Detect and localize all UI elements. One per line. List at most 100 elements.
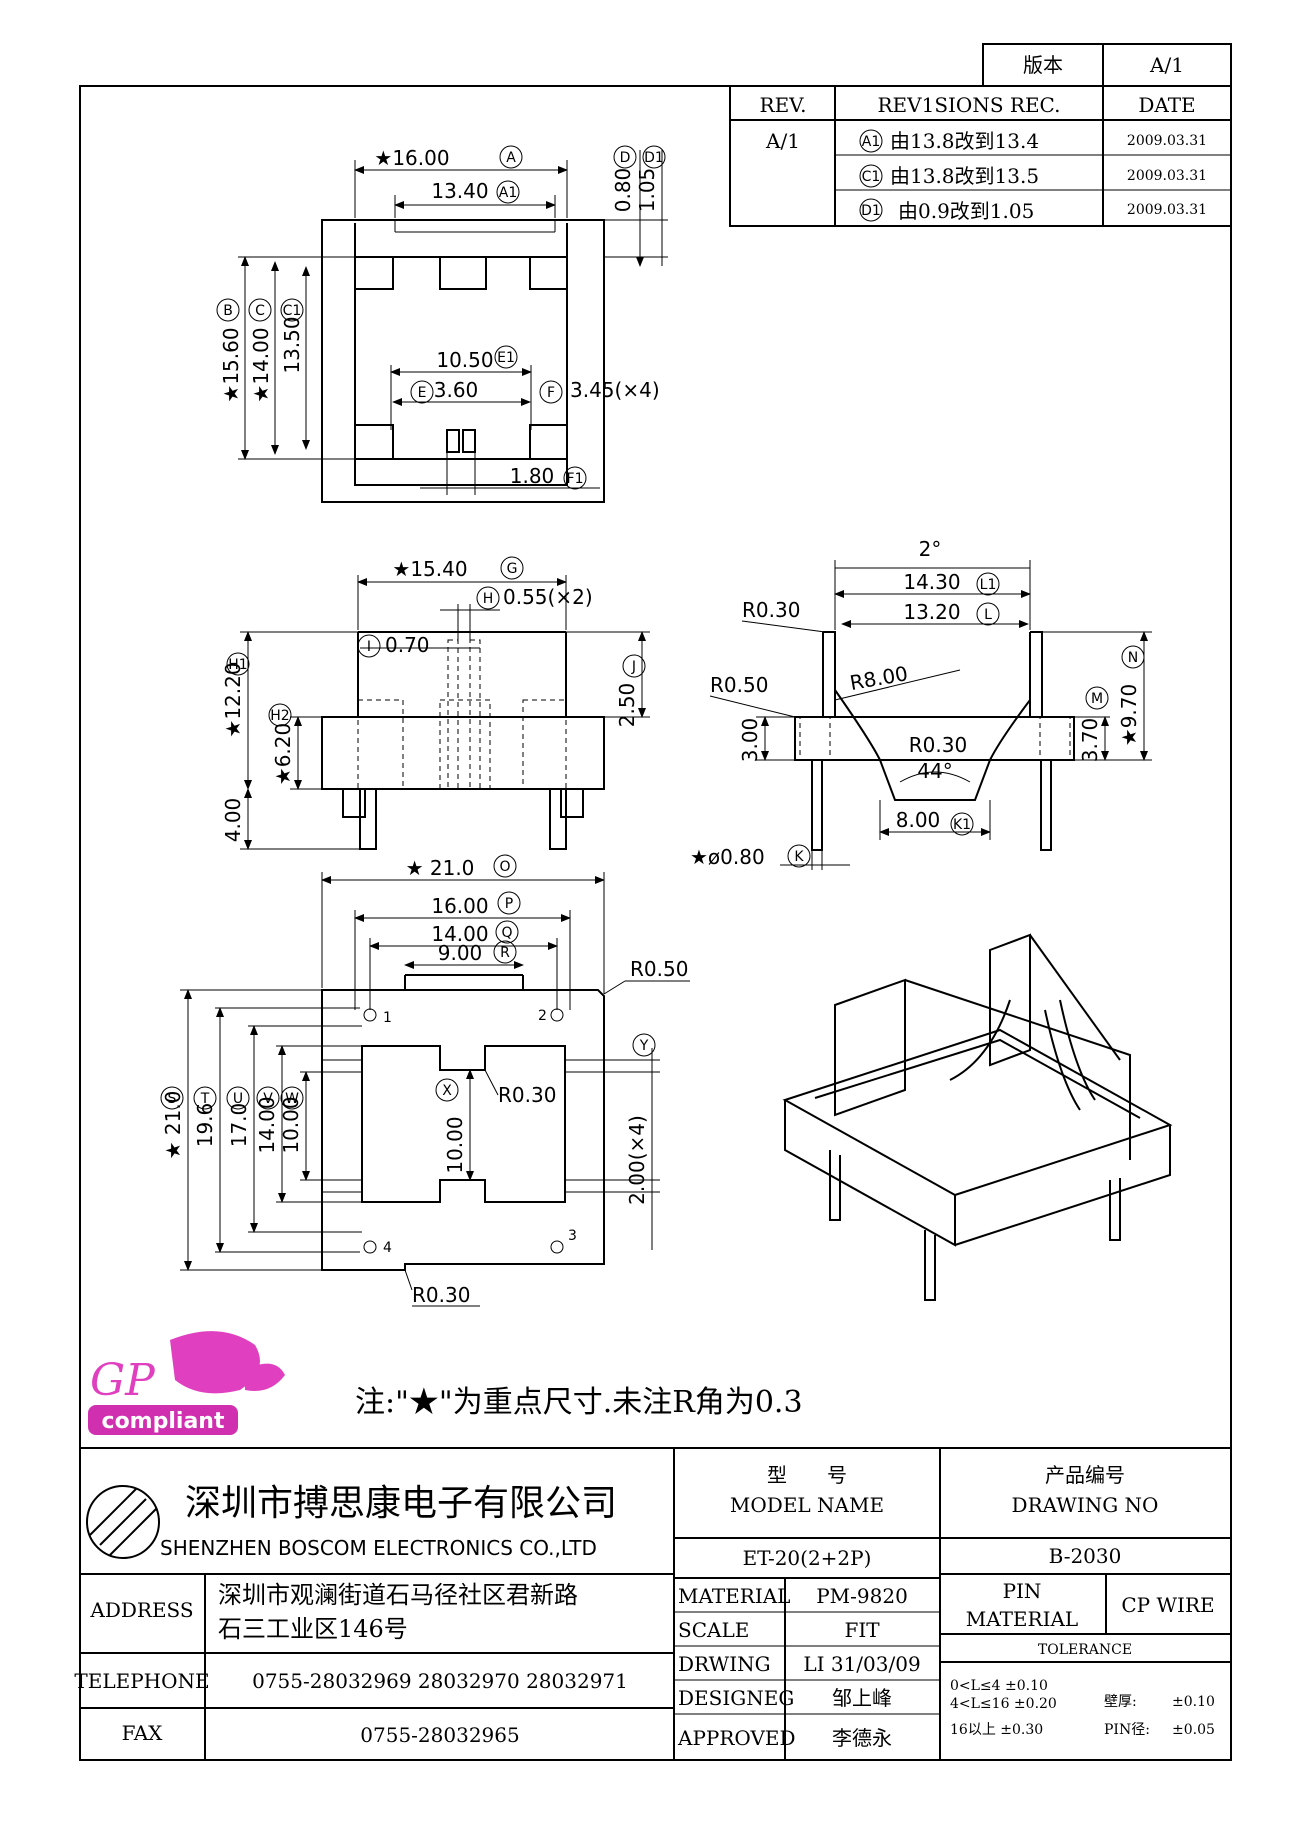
dim-side-h97: ★9.70: [1117, 684, 1141, 746]
dim-bot-r050: R0.50: [630, 957, 688, 981]
pin-1: 1: [383, 1010, 392, 1026]
gp-logo-text: GP: [90, 1355, 156, 1406]
dim-side-r030a: R0.30: [742, 598, 800, 622]
dim-top-w18: 1.80: [510, 464, 555, 488]
tolerance-1: 0<L≤4 ±0.10: [950, 1678, 1048, 1694]
tag-s: S: [168, 1091, 177, 1107]
pin-3: 3: [568, 1228, 577, 1244]
tag-w: W: [285, 1091, 299, 1107]
rev-tag-d1: D1: [861, 203, 881, 219]
rev-date-3: 2009.03.31: [1127, 202, 1207, 218]
pin-diameter-value: ±0.05: [1172, 1722, 1215, 1738]
bottom-view: 1 2 3 4 ★ 21.0 O 16.00 P 14.00 Q 9.00 R: [160, 854, 690, 1307]
dim-top-w16: ★16.00: [374, 146, 449, 170]
approved-label: APPROVED: [677, 1726, 796, 1750]
dim-top-w105: 10.50: [436, 348, 493, 372]
dim-side-a44: 44°: [917, 759, 952, 783]
tag-y: Y: [639, 1038, 649, 1054]
dim-side-r050: R0.50: [710, 673, 768, 697]
dim-top-d080: 0.80: [611, 168, 635, 213]
scale-value: FIT: [844, 1618, 880, 1642]
tag-a: A: [506, 150, 516, 166]
pin-material-value: CP WIRE: [1121, 1593, 1214, 1617]
pin-2: 2: [538, 1008, 547, 1024]
note-text: 注:"★"为重点尺寸.未注R角为0.3: [355, 1385, 803, 1420]
telephone-label: TELEPHONE: [74, 1669, 209, 1693]
dim-front-h62: ★6.20: [271, 723, 295, 785]
dim-top-h135: 13.50: [280, 316, 304, 373]
dim-bot-h196: 19.6: [193, 1103, 217, 1148]
tag-d1: D1: [644, 150, 664, 166]
revision-table: REV. REV1SIONS REC. DATE A/1 A1 由13.8改到1…: [729, 85, 1232, 227]
pin-label-1: PIN: [1003, 1579, 1042, 1603]
version-label: 版本: [1023, 53, 1063, 77]
dim-side-w132: 13.20: [903, 600, 960, 624]
material-value: PM-9820: [816, 1584, 908, 1608]
model-value: ET-20(2+2P): [743, 1546, 872, 1570]
rev-rec-header: REV1SIONS REC.: [878, 93, 1061, 117]
rev-text-a1: 由13.8改到13.4: [890, 129, 1039, 153]
rev-date-2: 2009.03.31: [1127, 168, 1207, 184]
tolerance-label: TOLERANCE: [1038, 1642, 1132, 1658]
front-view: ★15.40 G H 0.55(×2) I 0.70 ★12.20 H1 ★6.…: [221, 556, 650, 850]
dim-side-w8: 8.00: [896, 808, 941, 832]
dim-front-h40: 4.00: [221, 798, 245, 843]
pin-label-2: MATERIAL: [966, 1607, 1078, 1631]
dim-top-w345: 3.45(×4): [570, 378, 660, 402]
boscom-logo: [86, 1485, 160, 1559]
rev-tag-c1: C1: [862, 169, 881, 185]
sheet-border: [79, 85, 1232, 1761]
pin-diameter-label: PIN径:: [1104, 1722, 1150, 1738]
tag-e: E: [418, 385, 427, 401]
gp-compliant-logo: GP compliant: [88, 1331, 285, 1435]
gp-logo-sub: compliant: [102, 1409, 225, 1434]
drawing-by-label: DRWING: [678, 1652, 771, 1676]
tag-b: B: [223, 303, 233, 319]
dim-bot-w16: 16.00: [431, 894, 488, 918]
tag-k1: K1: [953, 817, 971, 833]
wall-label: 壁厚:: [1104, 1694, 1137, 1710]
dim-bot-y2: 2.00(×4): [625, 1115, 649, 1205]
rev-text-c1: 由13.8改到13.5: [890, 164, 1039, 188]
dim-bot-x10: 10.00: [443, 1116, 467, 1173]
dim-front-i07: 0.70: [385, 633, 430, 657]
dim-front-h055: 0.55(×2): [503, 585, 593, 609]
model-label-en: MODEL NAME: [730, 1493, 884, 1517]
tag-p: P: [505, 896, 513, 912]
dim-side-h37: 3.70: [1078, 718, 1102, 763]
drawing-label-en: DRAWING NO: [1012, 1493, 1159, 1517]
tag-f1: F1: [567, 471, 584, 487]
dim-bot-w14: 14.00: [431, 922, 488, 946]
dim-front-w154: ★15.40: [392, 557, 467, 581]
tag-x: X: [442, 1083, 452, 1099]
address-line-1: 深圳市观澜街道石马径社区君新路: [218, 1581, 578, 1609]
fax-value: 0755-28032965: [360, 1723, 519, 1747]
drawing-by-value: LI 31/03/09: [803, 1652, 920, 1676]
tag-f: F: [547, 385, 555, 401]
tag-c: C: [255, 303, 265, 319]
tag-v: V: [263, 1091, 273, 1107]
dim-bot-h17: 17.0: [227, 1103, 251, 1148]
title-block: 深圳市搏思康电子有限公司 SHENZHEN BOSCOM ELECTRONICS…: [74, 1447, 1231, 1760]
wall-value: ±0.10: [1172, 1694, 1215, 1710]
dim-side-w143: 14.30: [903, 570, 960, 594]
telephone-value: 0755-28032969 28032970 28032971: [252, 1669, 628, 1693]
dim-side-r030b: R0.30: [909, 733, 967, 757]
address-label: ADDRESS: [89, 1598, 193, 1622]
tag-c1: C1: [283, 303, 302, 319]
tolerance-2: 4<L≤16 ±0.20: [950, 1696, 1057, 1712]
pin-4: 4: [383, 1240, 392, 1256]
tag-o: O: [499, 859, 510, 875]
rev-value: A/1: [765, 129, 800, 153]
company-name-cn: 深圳市搏思康电子有限公司: [185, 1483, 617, 1524]
dim-top-w134: 13.40: [431, 179, 488, 203]
fax-label: FAX: [122, 1721, 164, 1745]
dim-side-a2: 2°: [919, 537, 942, 561]
tag-r: R: [500, 945, 510, 961]
model-label-cn: 型 号: [767, 1463, 847, 1487]
tag-a1: A1: [499, 185, 517, 201]
dim-front-j25: 2.50: [615, 683, 639, 728]
tag-n: N: [1128, 650, 1138, 666]
rev-text-d1: 由0.9改到1.05: [898, 199, 1034, 223]
address-line-2: 石三工业区146号: [218, 1615, 408, 1643]
